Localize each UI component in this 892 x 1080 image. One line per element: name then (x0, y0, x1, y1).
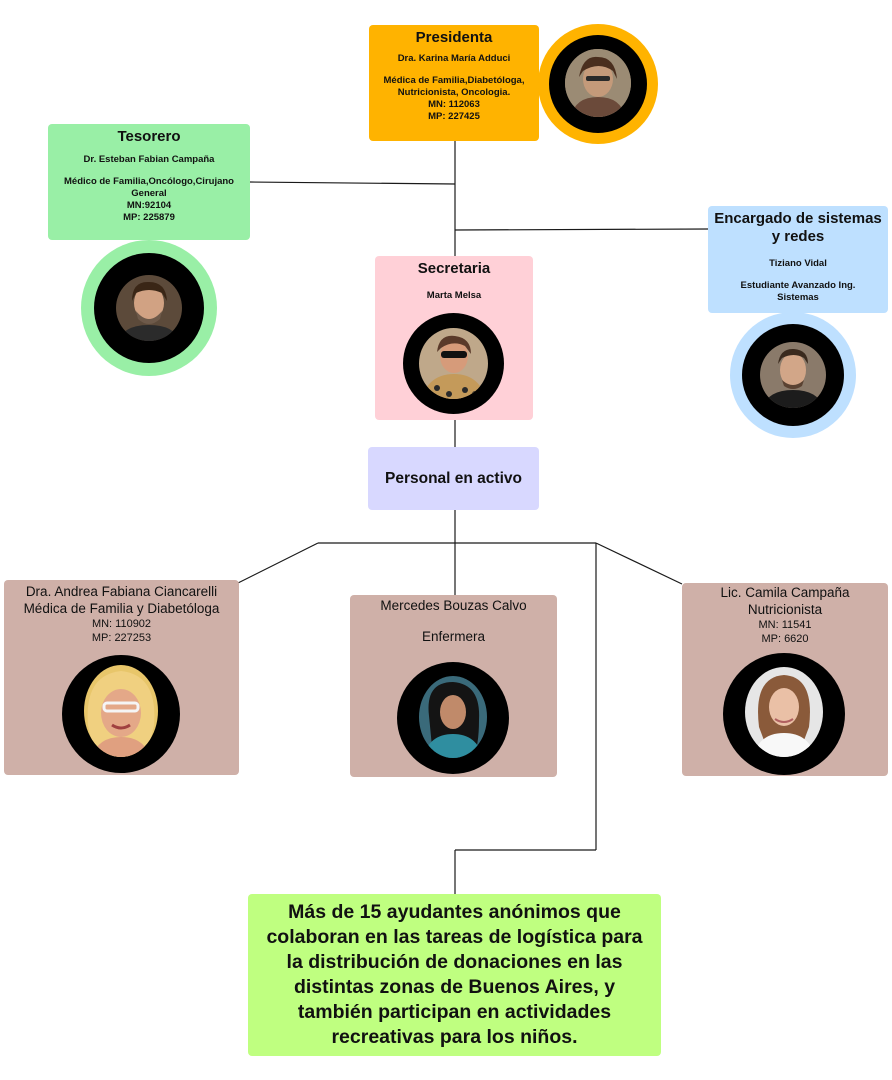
presidenta-specialty: Médica de Familia,Diabetóloga, Nutricion… (383, 75, 525, 98)
andrea-mn: MN: 110902 (91, 618, 152, 630)
camila-mn: MN: 11541 (758, 619, 812, 631)
presidenta-card: Presidenta Dra. Karina María Adduci Médi… (369, 25, 539, 141)
person-photo-icon (84, 665, 158, 757)
tesorero-role: Tesorero (117, 128, 181, 145)
andrea-name: Dra. Andrea Fabiana Ciancarelli (25, 584, 218, 599)
presidenta-name: Dra. Karina María Adduci (397, 53, 511, 64)
ayudantes-box: Más de 15 ayudantes anónimos que colabor… (248, 894, 661, 1056)
camila-specialty: Nutricionista (747, 602, 823, 617)
person-photo-icon (565, 49, 631, 117)
person-photo-icon (745, 667, 823, 757)
sistemas-name: Tiziano Vidal (769, 258, 827, 269)
tesorero-avatar (81, 240, 217, 376)
camila-mp: MP: 6620 (761, 633, 809, 645)
andrea-specialty: Médica de Familia y Diabetóloga (23, 601, 220, 616)
presidenta-role: Presidenta (415, 29, 493, 46)
sistemas-specialty: Estudiante Avanzado Ing. Sistemas (740, 280, 856, 303)
person-photo-icon (419, 676, 487, 758)
camila-name: Lic. Camila Campaña (720, 585, 850, 600)
andrea-avatar (62, 655, 180, 773)
mercedes-name: Mercedes Bouzas Calvo (380, 598, 527, 613)
ayudantes-text: Más de 15 ayudantes anónimos que colabor… (266, 901, 643, 1048)
presidenta-mp: MP: 227425 (428, 111, 480, 122)
personal-activo-label: Personal en activo (385, 469, 522, 487)
person-photo-icon (760, 342, 826, 408)
sistemas-role: Encargado de sistemas y redes (714, 210, 882, 245)
mercedes-avatar (397, 662, 509, 774)
secretaria-name: Marta Melsa (426, 290, 482, 301)
andrea-mp: MP: 227253 (91, 632, 152, 644)
secretaria-avatar (403, 313, 504, 414)
camila-avatar (723, 653, 845, 775)
presidenta-mn: MN: 112063 (428, 99, 480, 110)
tesorero-mn: MN:92104 (126, 200, 172, 211)
sistemas-card: Encargado de sistemas y redes Tiziano Vi… (708, 206, 888, 313)
sistemas-avatar (730, 312, 856, 438)
tesorero-mp: MP: 225879 (123, 212, 175, 223)
person-photo-icon (116, 275, 182, 341)
secretaria-role: Secretaria (417, 260, 491, 277)
personal-activo-box: Personal en activo (368, 447, 539, 510)
presidenta-avatar (538, 24, 658, 144)
tesorero-specialty: Médico de Familia,Oncólogo,Cirujano Gene… (64, 176, 234, 199)
mercedes-specialty: Enfermera (421, 629, 486, 644)
person-photo-icon (419, 328, 488, 399)
tesorero-card: Tesorero Dr. Esteban Fabian Campaña Médi… (48, 124, 250, 240)
tesorero-name: Dr. Esteban Fabian Campaña (83, 154, 215, 165)
